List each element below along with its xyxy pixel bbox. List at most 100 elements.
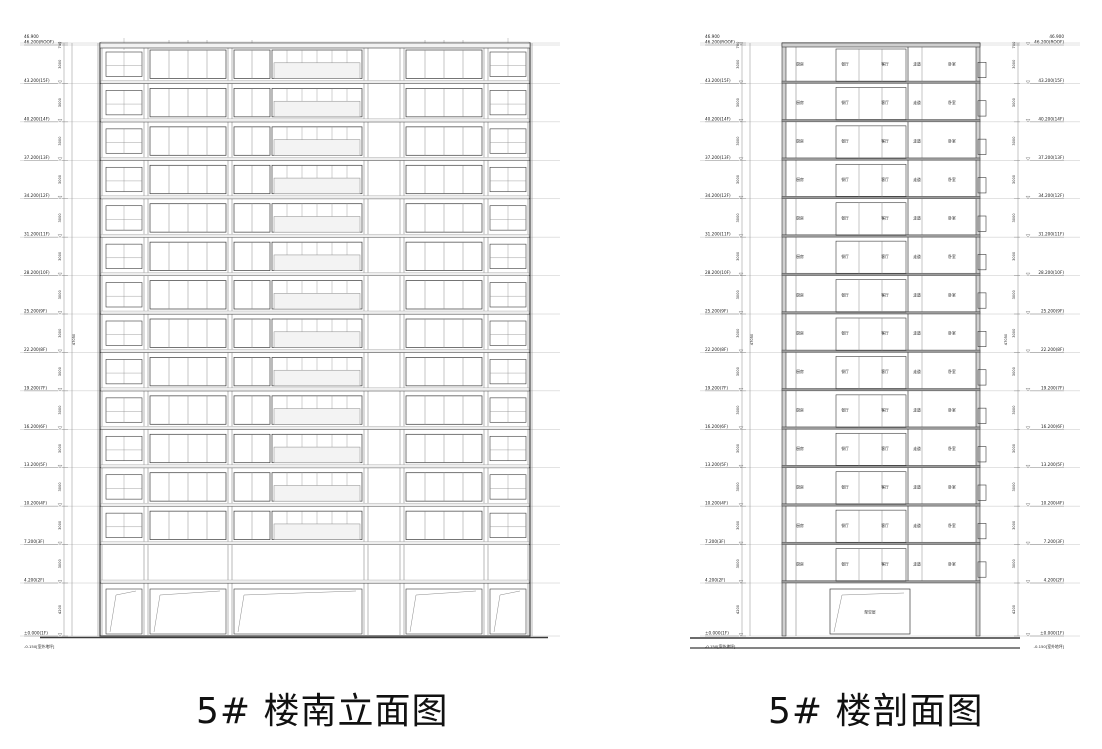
level-tag-right: 10.200(4F) — [1041, 501, 1064, 506]
balcony-stub — [977, 369, 987, 386]
level-tag-left: 43.200(15F) — [24, 78, 50, 83]
level-tag-right: 43.200(15F) — [1038, 78, 1064, 83]
room-label: 卧室 — [948, 523, 956, 528]
dim-value-right: 3000 — [1012, 136, 1016, 146]
dim-value-left: 3000 — [736, 443, 740, 453]
level-tag-right: 19.200(7F) — [1041, 385, 1064, 390]
balcony-stub — [977, 61, 987, 78]
opening-swing-line — [493, 590, 521, 633]
level-tag-left: 40.200(14F) — [24, 116, 50, 121]
floor-band-fill — [100, 579, 530, 584]
roof-slab — [781, 42, 981, 48]
room-label: 餐厅 — [841, 62, 849, 67]
level-tag-left: 22.200(8F) — [24, 347, 47, 352]
outdoor-tag-left: -0.150[室外地坪] — [705, 644, 736, 649]
level-triangle — [738, 119, 744, 123]
dim-value-left: 3000 — [736, 328, 740, 338]
room-label: 厨房 — [796, 523, 804, 528]
level-tag-right: 37.200(13F) — [1038, 155, 1064, 160]
level-triangle — [57, 349, 63, 353]
level-tag-left: 40.200(14F) — [705, 116, 731, 121]
room-label: 客厅 — [881, 484, 889, 489]
room-label: 客厅 — [881, 62, 889, 67]
hall-line — [833, 592, 905, 633]
glazing-frame — [835, 471, 907, 505]
level-triangle — [738, 349, 744, 353]
dim-value-left: 3000 — [58, 290, 62, 300]
level-triangle — [1025, 349, 1031, 353]
balcony-stub — [977, 407, 987, 424]
dim-value-left: 3000 — [736, 251, 740, 261]
dim-value-left: 3000 — [58, 482, 62, 492]
dim-value-left: 3000 — [58, 174, 62, 184]
top-elev-left: 46.900 — [24, 34, 39, 39]
dim-value-right: 3000 — [1012, 251, 1016, 261]
level-tag-right: 28.200(10F) — [1038, 270, 1064, 275]
level-triangle — [738, 388, 744, 392]
room-label: 餐厅 — [841, 331, 849, 336]
floor-band-fill — [100, 349, 530, 353]
room-label: 走道 — [913, 254, 921, 259]
level-tag-left: 10.200(4F) — [705, 501, 728, 506]
floor-band-fill — [100, 310, 530, 315]
glazing-frame — [835, 240, 907, 274]
level-triangle — [57, 234, 63, 238]
ground-opening — [233, 588, 363, 635]
level-tag-left: 37.200(13F) — [705, 155, 731, 160]
balcony-stub — [977, 484, 987, 501]
room-label: 厨房 — [796, 254, 804, 259]
level-tag-right: 4.200(2F) — [1044, 578, 1065, 583]
level-tag-right: 13.200(5F) — [1041, 462, 1064, 467]
room-label: 餐厅 — [841, 561, 849, 566]
floor-slab — [781, 119, 981, 123]
glazing-frame — [835, 356, 907, 390]
level-triangle — [57, 388, 63, 392]
level-tag-right: 25.200(9F) — [1041, 309, 1064, 314]
room-label: 客厅 — [881, 408, 889, 413]
floor-band-fill — [100, 272, 530, 276]
level-triangle — [1025, 42, 1031, 46]
balcony-railing — [273, 100, 361, 118]
room-label: 卧室 — [948, 292, 956, 297]
room-label: 走道 — [913, 484, 921, 489]
balcony-stub — [977, 292, 987, 309]
room-label: 客厅 — [881, 100, 889, 105]
balcony-railing — [273, 62, 361, 79]
level-triangle — [57, 633, 63, 637]
room-label: 客厅 — [881, 561, 889, 566]
dim-value-total: 47050 — [1004, 333, 1008, 345]
level-tag-left: 31.200(11F) — [705, 232, 731, 237]
room-label: 走道 — [913, 292, 921, 297]
balcony-stub — [977, 100, 987, 117]
opening-swing-line — [409, 590, 477, 633]
dim-value-right: 3000 — [1012, 213, 1016, 223]
room-label: 餐厅 — [841, 292, 849, 297]
floor-slab — [781, 80, 981, 84]
room-label: 餐厅 — [841, 254, 849, 259]
dim-value-left: 3000 — [58, 251, 62, 261]
room-label: 厨房 — [796, 292, 804, 297]
room-label: 卧室 — [948, 215, 956, 220]
balcony-stub — [977, 215, 987, 232]
dim-value-right: 3000 — [1012, 97, 1016, 107]
level-triangle — [1025, 195, 1031, 200]
level-tag-left: 7.200(3F) — [24, 539, 45, 544]
level-tag-left: 13.200(5F) — [24, 462, 47, 467]
room-label: 餐厅 — [841, 100, 849, 105]
room-label: 客厅 — [881, 369, 889, 374]
glazing-frame — [835, 87, 907, 121]
level-triangle — [1025, 234, 1031, 238]
level-tag-left: ±0.000(1F) — [705, 631, 729, 636]
south-elevation-drawing: ±0.000(1F)±0.000(1F)4.200(2F)4.200(2F)7.… — [20, 34, 560, 649]
dim-value-right: 3000 — [1012, 520, 1016, 530]
room-label: 走道 — [913, 62, 921, 67]
level-triangle — [738, 426, 744, 430]
level-tag-right: 16.200(6F) — [1041, 424, 1064, 429]
level-triangle — [57, 503, 63, 507]
dim-value-left: 3000 — [736, 366, 740, 376]
top-elev-left: 46.900 — [705, 34, 720, 39]
level-triangle — [738, 541, 744, 545]
room-label: 厨房 — [796, 100, 804, 105]
level-triangle — [57, 426, 63, 430]
dim-value-right: 700 — [1012, 41, 1016, 49]
